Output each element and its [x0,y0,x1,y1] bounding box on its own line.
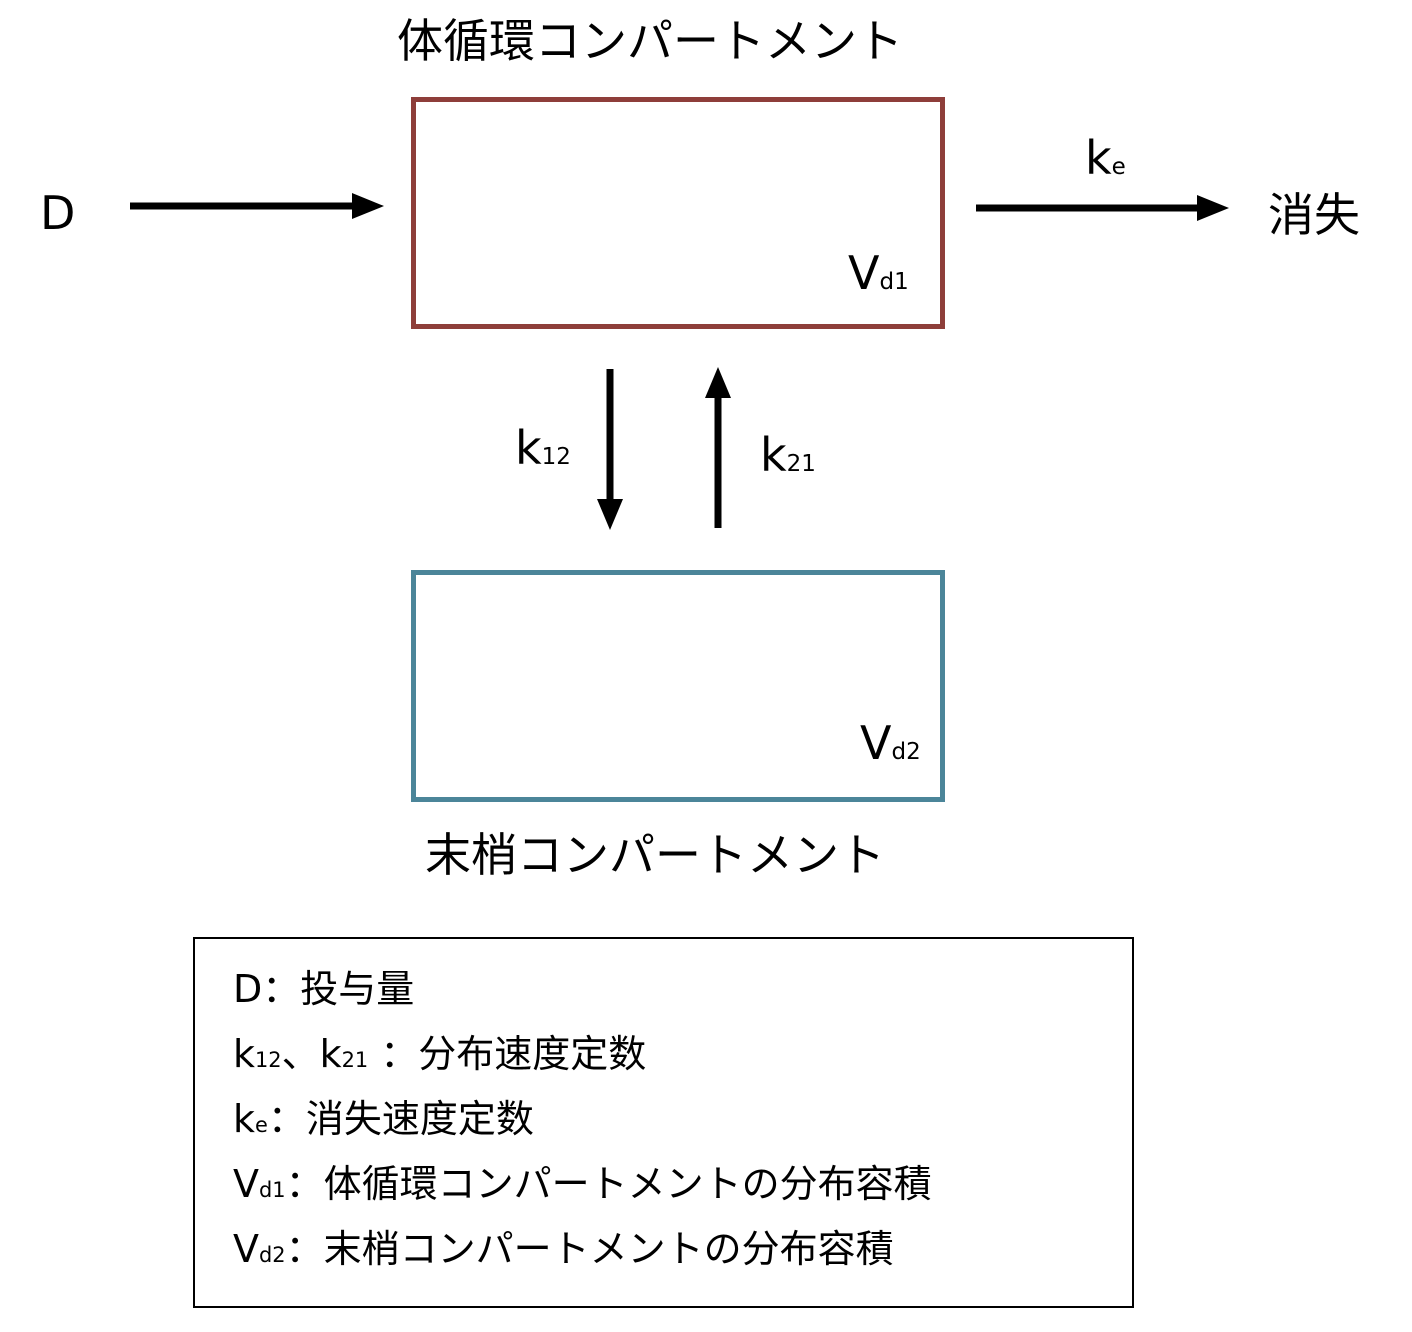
legend-desc: ：投与量 [262,967,415,1011]
legend-symbol: D [233,967,263,1011]
peripheral-compartment-title: 末梢コンパートメント [425,828,885,882]
ke-label: ke [1085,135,1126,181]
elimination-arrow [976,195,1229,221]
k21-arrow [705,367,731,528]
legend-box [193,937,1134,1308]
legend-desc: ：末梢コンパートメントの分布容積 [285,1227,894,1271]
legend-sub: d1 [259,1178,286,1202]
dose-arrow [130,193,384,219]
legend-item-ke: ke：消失速度定数 [233,1100,534,1138]
k21-label: k21 [760,432,816,478]
vd1-sub: d1 [879,269,909,295]
legend-item-dose: D：投与量 [233,970,414,1008]
legend-sub: 12 [255,1048,282,1072]
legend-item-vd2: Vd2：末梢コンパートメントの分布容積 [233,1230,894,1268]
legend-symbol-2: 、k [281,1032,342,1076]
legend-sub: e [255,1113,268,1137]
legend-desc: ：消失速度定数 [267,1097,534,1141]
legend-symbol: k [233,1032,256,1076]
ke-main: k [1085,131,1112,185]
vd2-label: Vd2 [860,720,921,766]
k12-label: k12 [515,425,571,471]
vd1-main: V [848,246,880,300]
dose-label: D [40,186,76,240]
k12-sub: 12 [541,444,571,470]
ke-sub: e [1111,154,1126,180]
central-compartment-title: 体循環コンパートメント [397,14,903,68]
vd2-main: V [860,716,892,770]
legend-item-vd1: Vd1：体循環コンパートメントの分布容積 [233,1165,932,1203]
central-compartment-box [411,97,945,329]
k21-sub: 21 [786,451,816,477]
legend-desc: ：分布速度定数 [368,1032,647,1076]
vd2-sub: d2 [891,739,921,765]
legend-symbol: V [233,1227,259,1271]
peripheral-compartment-box [411,570,945,802]
k12-arrow [597,369,623,530]
legend-sub-2: 21 [341,1048,369,1072]
k21-main: k [760,428,787,482]
vd1-label: Vd1 [848,250,909,296]
legend-sub: d2 [259,1243,286,1267]
legend-item-k12-k21: k12、k21 ：分布速度定数 [233,1035,646,1073]
legend-symbol: V [233,1162,259,1206]
elimination-label: 消失 [1268,188,1360,242]
legend-desc: ：体循環コンパートメントの分布容積 [285,1162,932,1206]
k12-main: k [515,421,542,475]
legend-symbol: k [233,1097,256,1141]
